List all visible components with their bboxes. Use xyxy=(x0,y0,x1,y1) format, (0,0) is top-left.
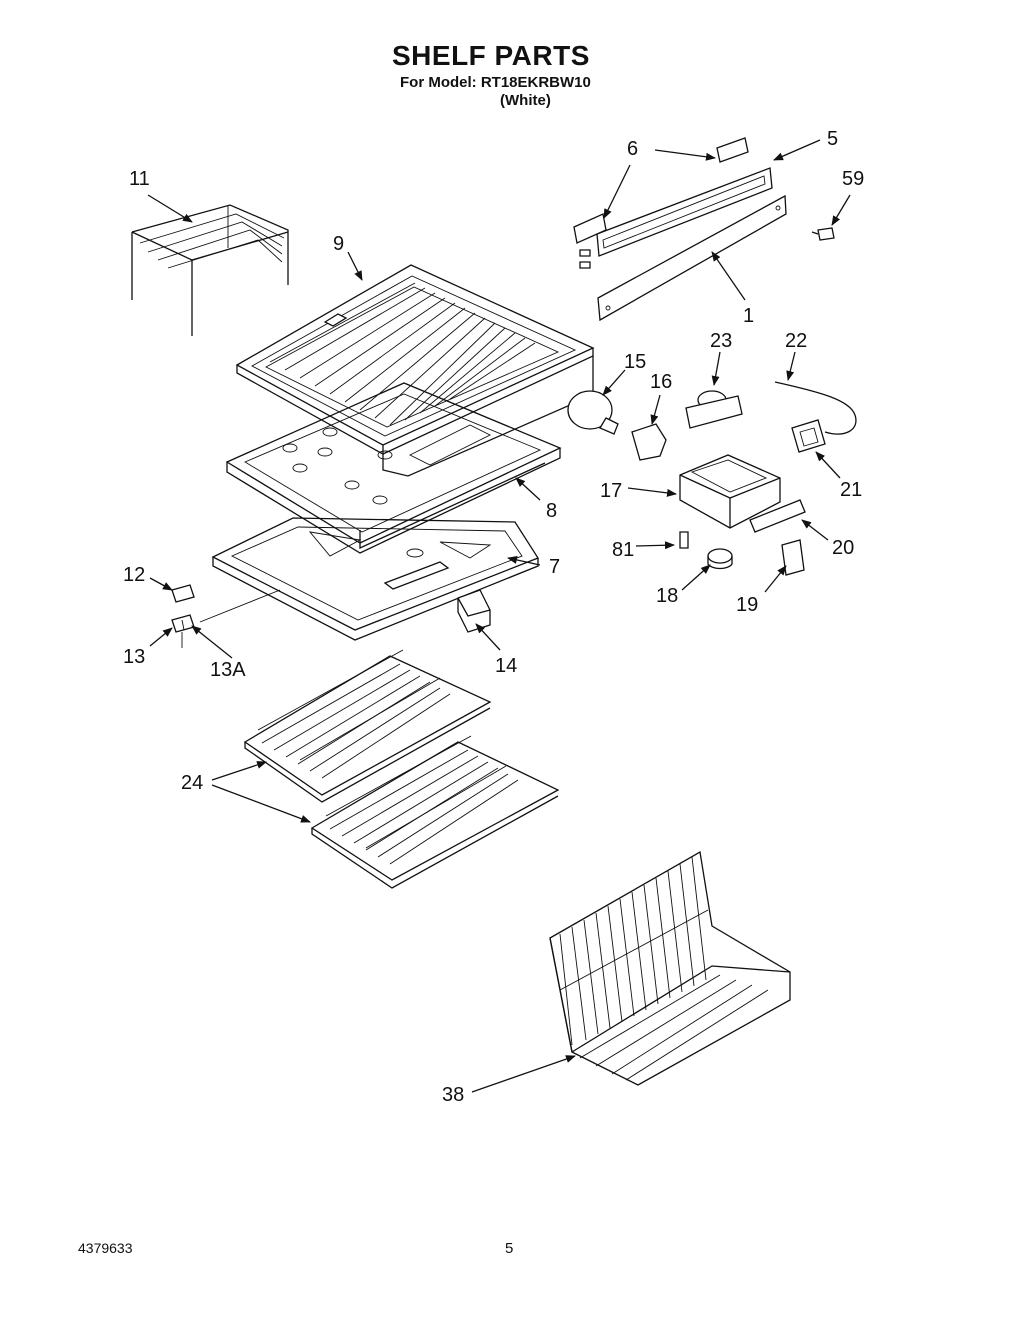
callout-7: 7 xyxy=(549,556,560,578)
part-20-cover-plate xyxy=(749,499,806,533)
color-variant: (White) xyxy=(500,92,551,109)
part-38-wire-basket xyxy=(549,850,791,1086)
part-81-screw xyxy=(679,531,689,549)
part-17-control-housing xyxy=(679,454,781,529)
callout-59: 59 xyxy=(842,168,864,190)
callout-5: 5 xyxy=(827,128,838,150)
callout-8: 8 xyxy=(546,500,557,522)
part-11-wire-rack xyxy=(131,204,289,336)
callout-9: 9 xyxy=(333,233,344,255)
part-12-cap xyxy=(171,584,195,603)
callout-24: 24 xyxy=(181,772,203,794)
callout-12: 12 xyxy=(123,564,145,586)
callout-81: 81 xyxy=(612,539,634,561)
part-8-shelf-tray xyxy=(225,382,562,554)
callout-13: 13 xyxy=(123,646,145,668)
part-1-bracket xyxy=(597,194,787,322)
leader-13-plate xyxy=(199,589,281,623)
callout-22: 22 xyxy=(785,330,807,352)
part-24-wire-shelf-upper xyxy=(243,649,492,803)
callout-16: 16 xyxy=(650,371,672,393)
document-number: 4379633 xyxy=(78,1240,133,1256)
part-15-light-bulb-icon xyxy=(567,390,619,435)
part-59-screw xyxy=(811,227,835,241)
leader-arrows xyxy=(147,139,851,1093)
callout-15: 15 xyxy=(624,351,646,373)
callout-14: 14 xyxy=(495,655,517,677)
part-9-shelf-frame xyxy=(235,264,595,477)
callout-labels: 5 6 59 11 9 1 23 22 15 16 21 17 8 81 20 … xyxy=(123,128,864,1106)
callout-6: 6 xyxy=(627,138,638,160)
callout-1: 1 xyxy=(743,305,754,327)
callout-23: 23 xyxy=(710,330,732,352)
part-23-control xyxy=(685,390,743,429)
part-21-switch xyxy=(791,419,826,453)
callout-13a: 13A xyxy=(210,659,246,681)
part-14-switch-box xyxy=(457,589,491,633)
part-19-switch xyxy=(781,539,805,576)
part-16-socket xyxy=(631,423,667,461)
callout-11: 11 xyxy=(129,168,150,190)
part-22-sensor-wire xyxy=(774,381,857,435)
model-subtitle: For Model: RT18EKRBW10 xyxy=(400,74,591,91)
part-5-light-shield xyxy=(596,167,773,257)
callout-21: 21 xyxy=(840,479,862,501)
part-24-wire-shelf-lower xyxy=(310,735,560,889)
part-13-cap xyxy=(171,614,195,633)
callout-18: 18 xyxy=(656,585,678,607)
callout-20: 20 xyxy=(832,537,854,559)
callout-19: 19 xyxy=(736,594,758,616)
page-number: 5 xyxy=(505,1240,514,1257)
part-6-clips xyxy=(573,137,749,269)
part-7-shelf-plate xyxy=(211,517,539,641)
callout-38: 38 xyxy=(442,1084,464,1106)
page-title: SHELF PARTS xyxy=(392,40,590,71)
callout-17: 17 xyxy=(600,480,622,502)
part-18-knob xyxy=(707,548,733,570)
